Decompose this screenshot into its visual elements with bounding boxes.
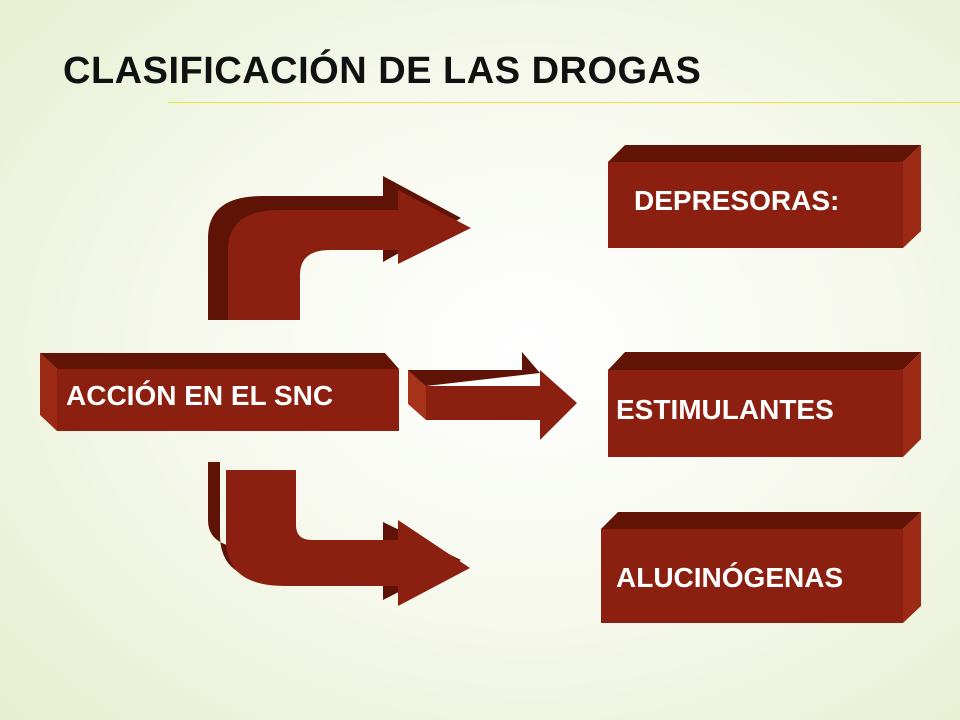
arrow-down-curved-body [226, 470, 470, 606]
source-box-top [40, 353, 399, 369]
category-box-estimulantes-front [608, 370, 903, 457]
category-box-alucinogenas [601, 512, 921, 623]
category-box-depresoras-front [608, 162, 903, 248]
category-box-depresoras-side [903, 145, 921, 248]
category-box-estimulantes-side [903, 352, 921, 457]
source-box-label: ACCIÓN EN EL SNC [66, 380, 334, 411]
category-box-alucinogenas-side [903, 512, 921, 623]
source-box [40, 353, 399, 431]
source-box-front [57, 369, 399, 431]
source-box-side [40, 353, 57, 431]
category-box-alucinogenas-top [601, 512, 921, 529]
title-underline [168, 102, 960, 103]
arrow-right-straight-top [408, 352, 540, 386]
category-box-estimulantes-top [608, 352, 921, 370]
category-box-depresoras [608, 145, 921, 248]
category-box-depresoras-top [608, 145, 921, 162]
slide-title: CLASIFICACIÓN DE LAS DROGAS [63, 50, 702, 92]
arrow-up-curved-body [228, 190, 471, 320]
category-label-depresoras: DEPRESORAS: [634, 185, 840, 216]
category-box-estimulantes [608, 352, 921, 457]
category-label-estimulantes: ESTIMULANTES [616, 394, 834, 425]
category-label-alucinogenas: ALUCINÓGENAS [616, 562, 844, 593]
arrow-up-curved [208, 176, 471, 320]
category-box-alucinogenas-front [601, 529, 903, 623]
arrow-right-straight-body [426, 370, 577, 440]
arrow-right-straight-side [408, 370, 426, 420]
arrow-right-straight [408, 352, 577, 440]
arrow-down-curved [208, 462, 470, 606]
